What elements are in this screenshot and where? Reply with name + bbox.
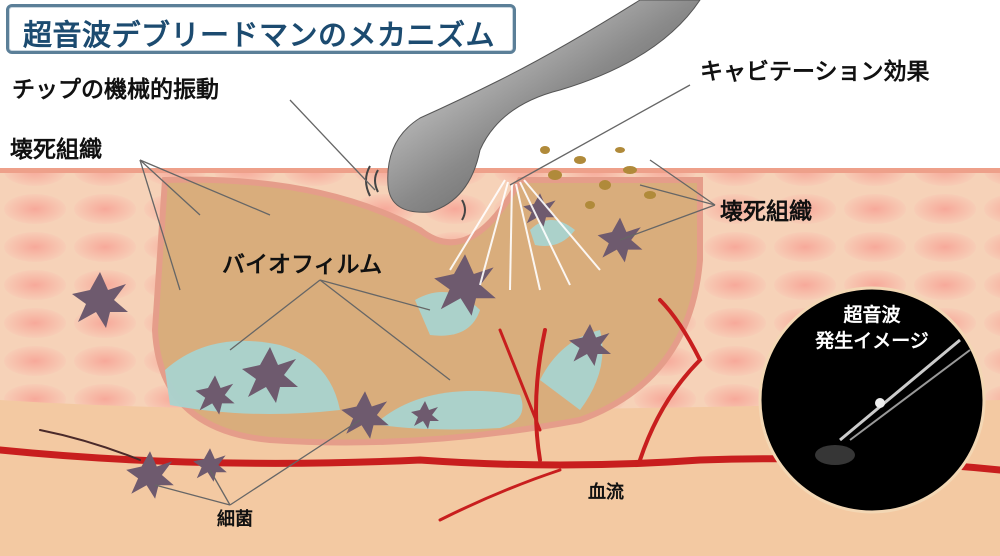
label-cavitation: キャビテーション効果 (700, 59, 930, 85)
label-bacteria: 細菌 (217, 509, 253, 530)
leader-lines (139, 84, 716, 506)
title-box: 超音波デブリードマンのメカニズム (6, 4, 516, 54)
cavitation-rays (449, 179, 601, 291)
label-biofilm: バイオフィルム (222, 252, 383, 278)
necrotic-debris (540, 146, 656, 209)
inset-line1: 超音波 (843, 304, 901, 326)
ultrasonic-probe (387, 0, 701, 213)
label-necrotic-right: 壊死組織 (720, 199, 812, 225)
page-title: 超音波デブリードマンのメカニズム (23, 18, 496, 52)
ultrasound-inset (758, 286, 986, 514)
label-tip-vibration: チップの機械的振動 (12, 77, 219, 103)
label-necrotic-left: 壊死組織 (10, 137, 102, 163)
inset-line2: 発生イメージ (815, 330, 929, 352)
label-blood-flow: 血流 (588, 482, 624, 503)
